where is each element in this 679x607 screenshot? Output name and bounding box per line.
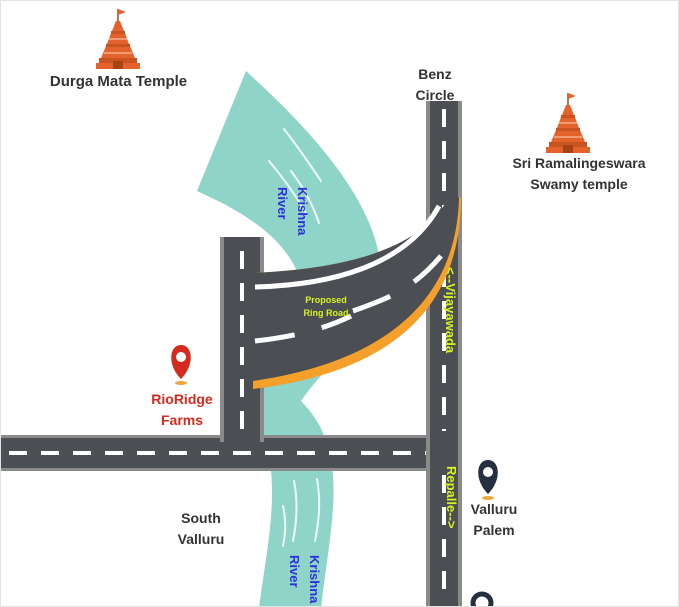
location-pin-icon	[478, 460, 498, 500]
location-pin-icon	[470, 591, 494, 606]
to-repalle-label: Repalle-->	[444, 466, 459, 529]
to-vijayawada-label: <--Vijayawada	[443, 267, 458, 354]
location-pin-icon	[171, 345, 191, 385]
river-ripples	[268, 128, 322, 547]
valluru-palem-label: Valluru Palem	[470, 501, 518, 538]
proposed-ring-road-label: Proposed Ring Road	[303, 295, 349, 318]
krishna-river-lower-label: Krishna River	[287, 555, 322, 604]
durga-temple-label: Durga Mata Temple	[49, 73, 188, 90]
temple-icon	[545, 92, 591, 154]
rioridge-farms-label: RioRidge Farms	[151, 391, 213, 428]
main-vertical-road	[426, 101, 462, 606]
krishna-river-upper-label: Krishna River	[275, 187, 310, 236]
south-valluru-label: South Valluru	[177, 510, 225, 547]
benz-circle-label: Benz Circle	[415, 66, 455, 103]
temple-icon	[95, 8, 141, 70]
proposed-ring-road	[253, 197, 461, 389]
ramalingeswara-temple-label: Sri Ramalingeswara Swamy temple	[512, 155, 646, 192]
